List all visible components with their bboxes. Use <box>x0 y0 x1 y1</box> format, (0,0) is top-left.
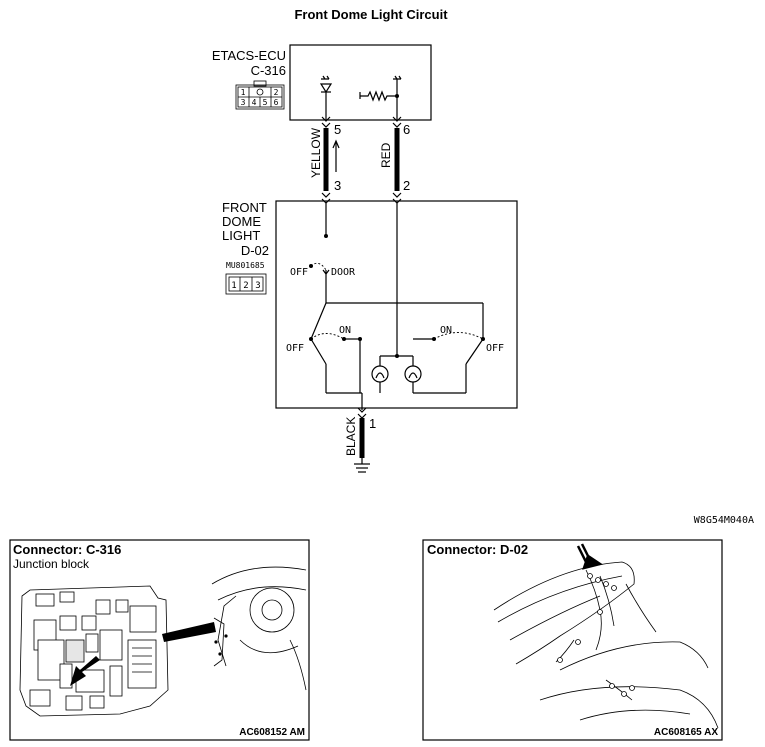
c316-pin-5: 5 <box>263 98 268 107</box>
dome-name-line-2: DOME <box>222 214 261 229</box>
left-switch-off-label: OFF <box>286 343 304 354</box>
d02-pin-1: 1 <box>231 281 236 291</box>
c316-pin-6: 6 <box>274 98 279 107</box>
d02-connector-icon: 1 2 3 <box>225 273 267 295</box>
d02-pin-3: 3 <box>255 281 260 291</box>
dome-name-line-3: LIGHT <box>222 228 260 243</box>
etacs-connector-label: C-316 <box>251 63 286 78</box>
ground-pin-label: 1 <box>369 416 376 431</box>
panel-d02-code: AC608165 AX <box>654 727 718 738</box>
right-lamp-switch: ON OFF <box>413 303 504 394</box>
left-bulb-icon <box>371 365 389 393</box>
wire-black-label: BLACK <box>344 417 358 456</box>
etacs-ecu-label: ETACS-ECU <box>212 48 286 63</box>
roof-illustration <box>493 543 719 729</box>
dome-connector-label: D-02 <box>241 243 269 258</box>
door-switch-door-label: DOOR <box>331 267 356 278</box>
wire-yellow-label: YELLOW <box>309 127 323 178</box>
door-switch-off-label: OFF <box>290 267 308 278</box>
c316-pin-4: 4 <box>252 98 257 107</box>
panel-c316-code: AC608152 AM <box>239 727 305 738</box>
junction-block-illustration <box>19 585 216 717</box>
panel-d02-title: Connector: D-02 <box>427 542 528 557</box>
ground-circuit: 1 BLACK <box>344 393 376 473</box>
ground-icon <box>354 458 370 473</box>
wire-red-label: RED <box>379 142 393 168</box>
etacs-internal-circuit <box>319 75 402 120</box>
left-lamp-switch: ON OFF <box>286 302 362 394</box>
etacs-ecu: ETACS-ECU C-316 1 2 3 4 5 6 <box>212 44 432 121</box>
current-direction-arrow <box>332 139 340 172</box>
d02-pin-2: 2 <box>243 281 248 291</box>
wire-yellow-top-pin: 5 <box>334 122 341 137</box>
right-bulb-icon <box>404 365 422 393</box>
etacs-ecu-box <box>289 44 432 121</box>
dome-part-number: MU801685 <box>226 261 265 270</box>
diagram-title: Front Dome Light Circuit <box>294 7 448 22</box>
c316-location-arrow-icon <box>70 656 100 686</box>
panel-c316-title: Connector: C-316 <box>13 542 121 557</box>
front-dome-light: FRONT DOME LIGHT D-02 MU801685 1 2 3 OFF… <box>222 200 518 409</box>
panel-c316-subtitle: Junction block <box>13 557 90 571</box>
c316-pin-3: 3 <box>241 98 246 107</box>
left-switch-on-label: ON <box>339 325 351 336</box>
door-switch: OFF DOOR <box>290 203 356 303</box>
c316-pin-2: 2 <box>274 88 279 97</box>
harness-upper: 5 3 6 2 YELLOW RED <box>309 116 410 204</box>
wire-red-bottom-pin: 2 <box>403 178 410 193</box>
c316-connector-icon: 1 2 3 4 5 6 <box>235 80 285 110</box>
right-switch-off-label: OFF <box>486 343 504 354</box>
dashboard-illustration <box>211 566 307 691</box>
dome-light-box <box>275 200 518 409</box>
d02-location-arrow-icon <box>576 543 604 570</box>
diagram-code: W8G54M040A <box>694 515 754 526</box>
wire-yellow-bottom-pin: 3 <box>334 178 341 193</box>
panel-connector-d02: Connector: D-02 AC608165 AX <box>422 539 723 741</box>
wire-red-top-pin: 6 <box>403 122 410 137</box>
panel-connector-c316: Connector: C-316 Junction block AC608152… <box>9 539 310 741</box>
right-switch-on-label: ON <box>440 325 452 336</box>
c316-pin-1: 1 <box>241 88 246 97</box>
dome-name-line-1: FRONT <box>222 200 267 215</box>
